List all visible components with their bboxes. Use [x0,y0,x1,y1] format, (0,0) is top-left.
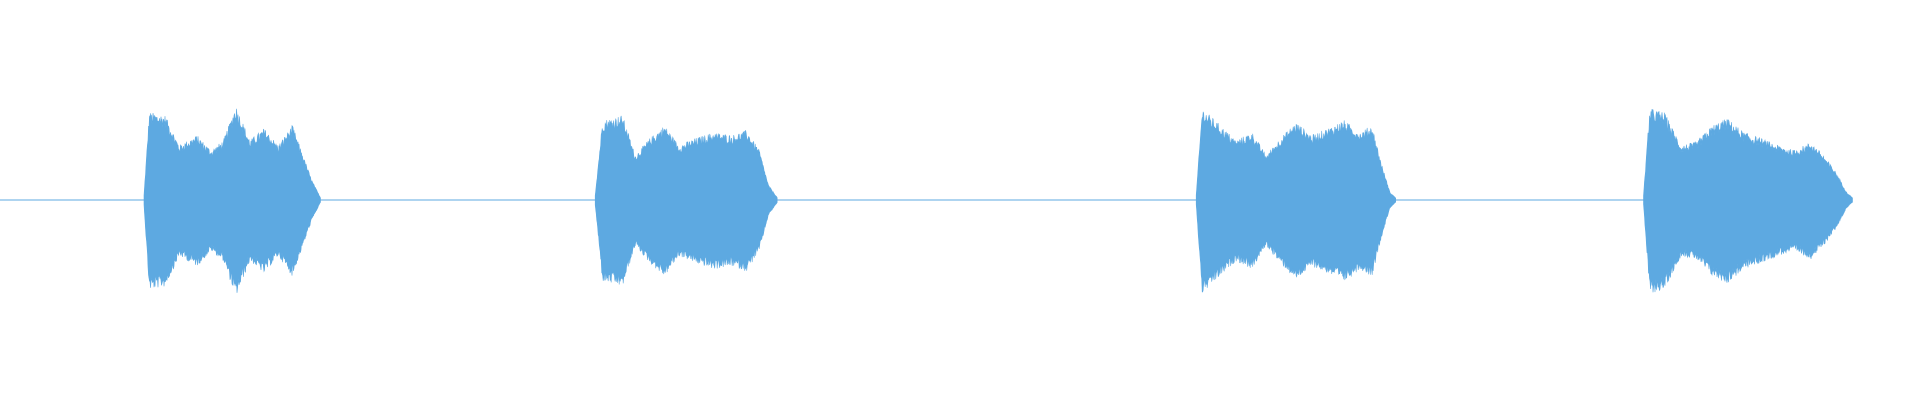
waveform-burst-3 [1195,111,1396,293]
waveform-burst-4 [1643,109,1853,293]
waveform-bursts [143,108,1853,293]
waveform-burst-1 [143,108,321,293]
waveform-burst-2 [594,115,778,285]
